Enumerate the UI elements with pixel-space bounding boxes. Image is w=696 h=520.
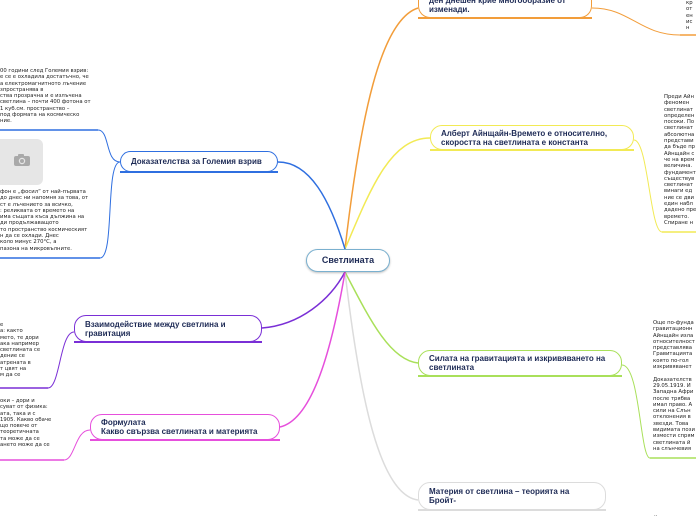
note-interaction: е а: както мето, те дори ака например св…: [0, 322, 41, 379]
edge-note-gravity: [621, 364, 651, 459]
branch-node-gravity-bend[interactable]: Силата на гравитацията и изкривяването н…: [418, 350, 622, 376]
branch-node-matter[interactable]: Материя от светлина – теорията на Бройт-: [418, 482, 606, 510]
branch-label-gravity-bend: Силата на гравитацията и изкривяването н…: [429, 354, 606, 372]
branch-label-interaction: Взаимодействие между светлина и гравитац…: [85, 319, 226, 338]
branch-node-einstein[interactable]: Алберт Айнщайн-Времето е относително, ск…: [430, 125, 634, 150]
edge-top: [344, 7, 419, 250]
branch-node-big-bang[interactable]: Доказателства за Големия взрив: [120, 151, 278, 172]
edge-formula: [279, 271, 346, 428]
edge-note-bb-bottom: [99, 161, 121, 259]
note-matter: ..: [654, 512, 658, 518]
branch-label-formula: Формулата Какво свързва светлината и мат…: [101, 418, 258, 436]
branch-label-einstein: Алберт Айнщайн-Времето е относително, ск…: [441, 128, 608, 147]
note-formula: оки – дори и суват от физика: ата, така …: [0, 398, 52, 449]
camera-icon: [13, 153, 31, 172]
branch-node-top[interactable]: ден днешен крие многообразие от изменади…: [418, 0, 592, 18]
edge-note-top: [591, 7, 681, 36]
edge-matter: [344, 271, 419, 501]
note-einstein: Преди Айн феномен светлинат определен по…: [664, 94, 696, 226]
central-topic-label: Светлината: [321, 255, 375, 265]
edge-note-bb-top: [97, 129, 121, 163]
branch-node-formula[interactable]: Формулата Какво свързва светлината и мат…: [90, 414, 280, 440]
branch-label-top: ден днешен крие многообразие от изменади…: [429, 0, 566, 14]
note-big-bang-bottom: фон е „фосил“ от най-първата до днес ни …: [0, 189, 89, 252]
edge-einstein: [344, 137, 431, 250]
edge-note-formula: [63, 429, 91, 461]
edge-interaction: [261, 271, 346, 329]
edge-note-interaction: [47, 331, 75, 389]
note-top-right: кр от ен ис н: [686, 0, 693, 32]
note-gravity: Още по-фунда гравитационн Айнщайн изла о…: [653, 320, 695, 452]
photo-placeholder: [0, 139, 43, 185]
edge-big-bang: [277, 161, 346, 250]
edge-note-einstein: [633, 139, 663, 233]
branch-node-interaction[interactable]: Взаимодействие между светлина и гравитац…: [74, 315, 262, 342]
branch-label-big-bang: Доказателства за Големия взрив: [131, 157, 262, 166]
central-topic-node[interactable]: Светлината: [306, 249, 390, 272]
note-big-bang-top: 00 години след Големия взрив: е се е охл…: [0, 68, 91, 125]
branch-label-matter: Материя от светлина – теорията на Бройт-: [429, 487, 570, 505]
edge-gravity-bend: [344, 271, 419, 364]
